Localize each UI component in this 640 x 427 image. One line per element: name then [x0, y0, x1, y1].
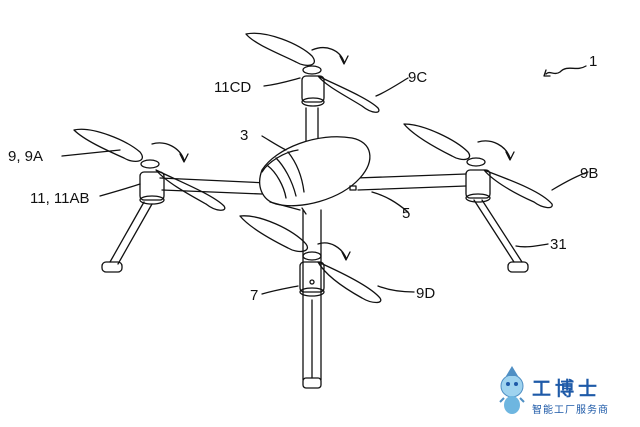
label-7: 7 — [250, 287, 258, 304]
watermark: 工博士 智能工厂服务商 — [499, 366, 609, 416]
right-arm — [355, 173, 467, 191]
left-rotor-assembly — [73, 128, 226, 273]
front-arm — [302, 209, 322, 389]
right-rotor-assembly — [403, 123, 553, 273]
leader-lines — [61, 65, 589, 295]
watermark-tagline: 智能工厂服务商 — [532, 403, 609, 416]
label-3: 3 — [240, 127, 248, 144]
label-1: 1 — [589, 53, 597, 70]
left-arm — [159, 177, 269, 195]
front-rotor-assembly — [239, 215, 382, 304]
label-9b: 9B — [580, 165, 598, 182]
top-rotor-assembly — [245, 32, 380, 113]
reference-labels: 1 3 5 7 9, 9A 9B 9C 9D 11, 11AB 11CD 31 — [8, 53, 598, 304]
label-11-11ab: 11, 11AB — [30, 190, 90, 207]
watermark-brand: 工博士 — [532, 377, 601, 400]
watermark-mascot-icon — [499, 366, 525, 414]
label-9c: 9C — [408, 69, 427, 86]
label-9d: 9D — [416, 285, 435, 302]
label-11cd: 11CD — [214, 79, 251, 96]
label-5: 5 — [402, 205, 410, 222]
label-31: 31 — [550, 236, 567, 253]
label-9-9a: 9, 9A — [8, 148, 43, 165]
central-body — [259, 136, 371, 215]
